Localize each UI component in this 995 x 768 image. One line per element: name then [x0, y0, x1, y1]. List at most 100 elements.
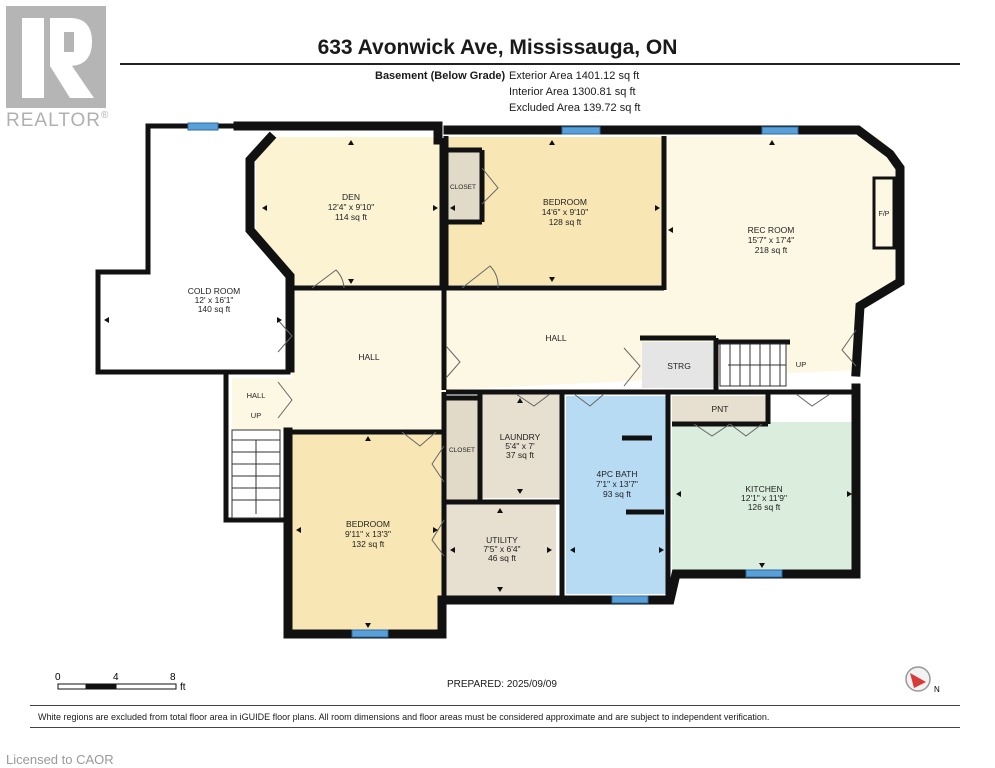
den-area: 114 sq ft	[335, 212, 368, 222]
window	[745, 569, 783, 578]
bedroom1-name: BEDROOM	[543, 197, 587, 207]
bath-name: 4PC BATH	[597, 469, 638, 479]
cold-room-dims: 12' x 16'1"	[195, 295, 234, 305]
dim-arrow	[450, 205, 455, 211]
dim-arrow	[547, 547, 552, 553]
door	[623, 347, 641, 387]
dim-arrow	[570, 547, 575, 553]
hall-up-room	[232, 378, 292, 430]
laundry-dims: 5'4" x 7'	[505, 441, 535, 451]
rec-room-name: REC ROOM	[748, 225, 795, 235]
den-name: DEN	[342, 192, 360, 202]
interior-area: Interior Area 1300.81 sq ft	[509, 86, 636, 98]
up-label-left: UP	[251, 411, 261, 420]
dim-arrow	[497, 508, 503, 513]
scale-unit: ft	[180, 682, 186, 693]
pnt-label: PNT	[712, 404, 729, 414]
dim-arrow	[517, 489, 523, 494]
laundry-name: LAUNDRY	[500, 432, 541, 442]
kitchen-room	[672, 422, 856, 572]
dim-arrow	[549, 277, 555, 282]
dim-arrow	[549, 140, 555, 145]
disclaimer: White regions are excluded from total fl…	[38, 712, 770, 722]
title-rule	[120, 63, 960, 65]
stairs-left	[231, 429, 281, 519]
up-label-right: UP	[796, 360, 806, 369]
window	[351, 629, 389, 638]
dim-arrow	[348, 279, 354, 284]
door	[795, 393, 831, 407]
dim-arrow	[104, 317, 109, 323]
dim-arrow	[348, 140, 354, 145]
utility-name: UTILITY	[486, 535, 518, 545]
dim-arrow	[659, 547, 664, 553]
realtor-wordmark: REALTOR®	[6, 110, 110, 131]
bedroom2-name: BEDROOM	[346, 519, 390, 529]
bedroom-bottom-room	[292, 432, 442, 632]
dim-arrow	[433, 527, 438, 533]
den-room	[256, 137, 442, 288]
dim-arrow	[769, 140, 775, 145]
door	[431, 519, 445, 557]
window	[561, 126, 601, 135]
door	[431, 445, 445, 483]
dim-arrow	[497, 587, 503, 592]
utility-dims: 7'5" x 6'4"	[483, 544, 520, 554]
cold-room-name: COLD ROOM	[188, 286, 240, 296]
closet-mid-label: CLOSET	[449, 447, 475, 454]
laundry-room	[482, 394, 560, 498]
door	[401, 431, 437, 447]
hall-label: HALL	[358, 352, 380, 362]
license-watermark: Licensed to CAOR	[6, 752, 114, 767]
closet-top-label: CLOSET	[450, 184, 476, 191]
door	[277, 319, 293, 353]
door	[515, 393, 551, 407]
bath-dims: 7'1" x 13'7"	[596, 479, 638, 489]
rec-room-area: 218 sq ft	[755, 245, 788, 255]
dim-arrow	[277, 317, 282, 323]
dim-arrow	[365, 623, 371, 628]
door	[445, 345, 461, 379]
rec-room-dims: 15'7" x 17'4"	[748, 235, 795, 245]
door	[481, 167, 499, 205]
laundry-area: 37 sq ft	[506, 450, 535, 460]
outer-wall-top-right	[443, 125, 905, 377]
dim-arrow	[655, 205, 660, 211]
fireplace-label: F/P	[879, 211, 890, 218]
bedroom1-area: 128 sq ft	[549, 217, 582, 227]
hall-main-label: HALL	[545, 333, 567, 343]
kitchen-name: KITCHEN	[745, 484, 782, 494]
utility-area: 46 sq ft	[488, 553, 517, 563]
cold-room-area: 140 sq ft	[198, 304, 231, 314]
bedroom1-dims: 14'6" x 9'10"	[542, 207, 589, 217]
stairs-right	[719, 343, 787, 387]
door	[311, 269, 345, 289]
scale-8: 8	[170, 672, 176, 683]
den-dims: 12'4" x 9'10"	[328, 202, 375, 212]
hall-up-label: HALL	[247, 391, 266, 400]
stair-wall	[223, 371, 289, 523]
dim-arrow	[668, 227, 673, 233]
dim-arrow	[450, 547, 455, 553]
compass-icon: N	[905, 666, 940, 694]
dim-arrow	[433, 205, 438, 211]
bath-room	[566, 396, 668, 594]
strg-room	[642, 342, 716, 388]
closet-mid	[446, 396, 480, 504]
door	[729, 423, 763, 437]
hall-room	[292, 288, 446, 430]
exterior-area: Exterior Area 1401.12 sq ft	[509, 70, 640, 82]
dim-arrow	[365, 436, 371, 441]
realtor-logo	[6, 6, 106, 113]
rec-room	[446, 137, 895, 390]
pnt-room	[672, 396, 768, 422]
dim-arrow	[759, 563, 765, 568]
page-title: 633 Avonwick Ave, Mississauga, ON	[317, 36, 678, 59]
outer-wall-top	[233, 121, 443, 145]
closet-top-fill	[446, 150, 480, 222]
level-name: Basement (Below Grade)	[375, 70, 506, 82]
kitchen-area: 126 sq ft	[748, 502, 781, 512]
dim-arrow	[517, 398, 523, 403]
door	[573, 393, 605, 407]
disclaimer-rule-bottom	[30, 727, 960, 728]
